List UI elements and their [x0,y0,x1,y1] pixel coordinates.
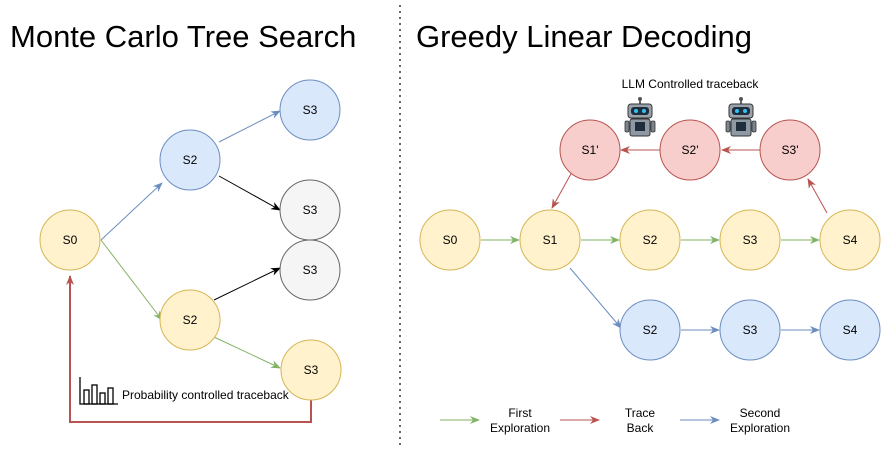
edge-s1prime-s1 [551,171,573,209]
probability-traceback-arrow [66,275,312,423]
legend: First Exploration Trace Back Second Expl… [440,406,790,435]
row1-node-s2: S2 [619,209,681,271]
node-s1-prime-label: S1' [582,143,599,157]
node-s3-prime-label: S3' [782,143,799,157]
row2-node-s2-label: S2 [643,323,658,337]
greedy-title: Greedy Linear Decoding [416,19,752,54]
row1-node-s0-label: S0 [443,233,458,247]
legend-second-line1: Second [740,406,781,420]
edge-s0-s2-top [100,182,163,241]
row2-node-s2: S2 [619,299,681,361]
llm-traceback-label: LLM Controlled traceback [622,77,760,91]
probability-traceback-label: Probability controlled traceback [122,388,290,402]
bar-chart-icon [79,377,118,405]
legend-trace-line1: Trace [625,406,656,420]
legend-first-line1: First [508,406,532,420]
node-s2-bottom: S2 [159,289,221,351]
node-s1-prime: S1' [559,119,621,181]
node-s3-mid2: S3 [279,239,341,301]
edge-s0-s2-bottom [100,239,163,321]
node-s2-prime: S2' [659,119,721,181]
row1-node-s2-label: S2 [643,233,658,247]
node-s2-top: S2 [159,129,221,191]
robot-icon [725,97,757,137]
edge-s2-s3-mid2 [213,267,281,301]
edge-s1-s2-second [569,267,622,329]
robot-icon [624,97,656,137]
row1-node-s0: S0 [419,209,481,271]
row1-node-s4-label: S4 [843,233,858,247]
node-s2-bottom-label: S2 [183,313,198,327]
legend-second-line2: Exploration [730,421,790,435]
mcts-title: Monte Carlo Tree Search [10,19,356,54]
edge-s2-s3-bottom [213,336,281,369]
row2-node-s4-label: S4 [843,323,858,337]
node-s3-mid1: S3 [279,179,341,241]
node-s0-label: S0 [63,233,78,247]
node-s0: S0 [39,209,101,271]
row1-node-s3: S3 [719,209,781,271]
node-s3-prime: S3' [759,119,821,181]
node-s2-prime-label: S2' [682,143,699,157]
row1-node-s4: S4 [819,209,881,271]
row2-node-s3-label: S3 [743,323,758,337]
row1-node-s3-label: S3 [743,233,758,247]
row2-node-s3: S3 [719,299,781,361]
legend-trace-line2: Back [627,421,655,435]
row1-node-s1-label: S1 [543,233,558,247]
edge-s4-s3prime [807,178,828,214]
legend-first-line2: Exploration [490,421,550,435]
node-s3-mid2-label: S3 [303,263,318,277]
node-s3-bottom-label: S3 [304,363,319,377]
edge-s2-s3-top [218,110,281,143]
node-s2-top-label: S2 [183,153,198,167]
node-s3-top: S3 [279,79,341,141]
node-s3-bottom: S3 [280,339,342,401]
row1-node-s1: S1 [519,209,581,271]
node-s3-top-label: S3 [303,103,318,117]
edge-s2-s3-mid1 [218,175,281,211]
row2-node-s4: S4 [819,299,881,361]
node-s3-mid1-label: S3 [303,203,318,217]
